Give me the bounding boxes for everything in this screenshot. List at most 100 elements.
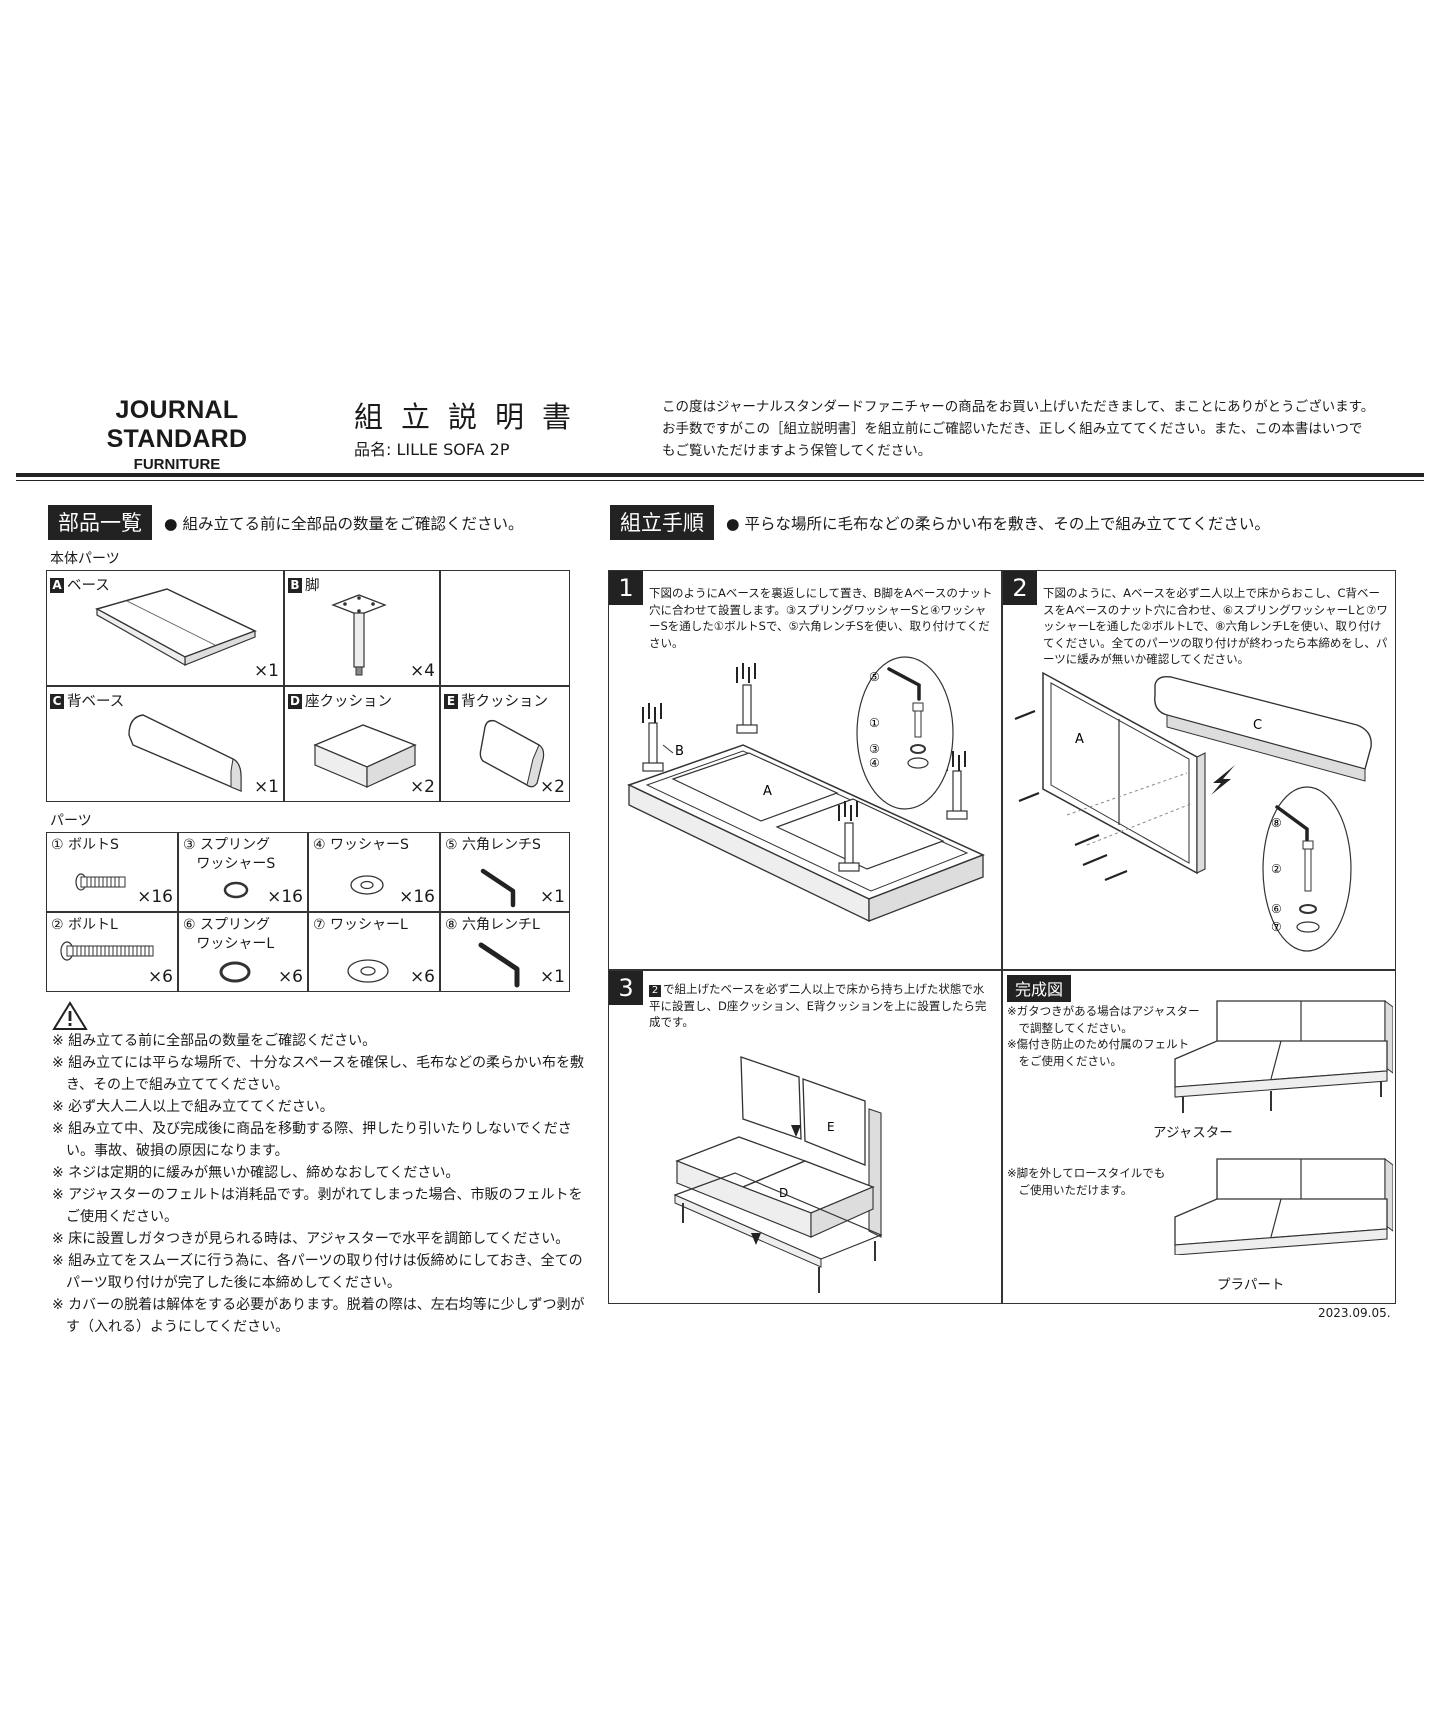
warning-item: ※ 組み立てには平らな場所で、十分なスペースを確保し、毛布などの柔らかい布を敷き… — [52, 1055, 584, 1093]
step-2-diagram: A C ⑧ ② ⑥ ⑦ — [1014, 671, 1372, 952]
seat-cushion-illustration — [313, 724, 417, 788]
part-name: ベース — [67, 578, 110, 594]
warning-item: ※ ネジは定期的に緩みが無いか確認し、締めなおしてください。 — [52, 1165, 460, 1181]
hardware-cell: ④ ワッシャーS ×16 — [308, 832, 440, 912]
product-name: 品名: LILLE SOFA 2P — [354, 440, 510, 459]
step-3-diagram: E D — [673, 1056, 883, 1293]
label-b: B — [675, 744, 684, 759]
hardware-cell: ⑦ ワッシャーL ×6 — [308, 912, 440, 992]
hardware-qty: ×6 — [409, 967, 435, 987]
hardware-cell: ③ スプリング ワッシャーS ×16 — [178, 832, 308, 912]
label-8: ⑧ — [1271, 816, 1282, 830]
step-text: 下図のようにAベースを裏返しにして置き、B脚をAベースのナット穴に合わせて設置し… — [649, 586, 993, 650]
hardware-label: ① ボルトS — [51, 837, 119, 853]
step-text: 下図のように、Aベースを必ず二人以上で床からおこし、C背ベースをAベースのナット… — [1043, 586, 1388, 666]
part-qty: ×2 — [409, 777, 435, 797]
hardware-cell: ② ボルトL ×6 — [46, 912, 178, 992]
bolt-l-icon — [60, 941, 154, 961]
brand-main: JOURNAL STANDARD — [106, 396, 248, 453]
hardware-label: ⑦ ワッシャーL — [313, 917, 408, 933]
hardware-label: ③ スプリング ワッシャーS — [183, 837, 276, 872]
label-3: ③ — [869, 742, 880, 756]
part-letter: D — [288, 694, 302, 709]
adjuster-label: アジャスター — [1153, 1125, 1233, 1141]
hardware-qty: ×16 — [399, 887, 435, 907]
hardware-cell: ⑤ 六角レンチS ×1 — [440, 832, 570, 912]
base-illustration — [95, 588, 257, 667]
hardware-qty: ×6 — [147, 967, 173, 987]
sofa-low-style-illustration — [1174, 1158, 1393, 1255]
label-a: A — [763, 784, 772, 799]
assembly-section-tag: 組立手順 — [610, 505, 714, 540]
brand-logo: JOURNAL STANDARD FURNITURE — [42, 396, 312, 473]
back-cushion-illustration — [479, 719, 545, 788]
parts-section-note: ● 組み立てる前に全部品の数量をご確認ください。 — [164, 514, 524, 533]
intro-text: この度はジャーナルスタンダードファニチャーの商品をお買い上げいただきまして、まこ… — [662, 396, 1392, 462]
hex-wrench-s-icon — [480, 868, 516, 908]
hardware-qty: ×1 — [539, 887, 565, 907]
label-a2: A — [1075, 732, 1084, 747]
parts-section-tag: 部品一覧 — [48, 505, 152, 540]
step-number: 1 — [609, 571, 643, 605]
part-letter: B — [288, 578, 302, 593]
leg-illustration — [331, 594, 387, 676]
intro-line: お手数ですがこの［組立説明書］を組立前にご確認いただき、正しく組み立ててください… — [662, 421, 1363, 437]
hardware-label: ⑤ 六角レンチS — [445, 837, 541, 853]
part-qty: ×1 — [253, 661, 279, 681]
part-qty: ×4 — [409, 661, 435, 681]
part-name: 背ベース — [67, 694, 125, 710]
hardware-qty: ×1 — [539, 967, 565, 987]
header-rule-thin — [16, 480, 1424, 481]
hardware-label: ④ ワッシャーS — [313, 837, 409, 853]
washer-s-icon — [350, 875, 384, 895]
parts-heading: 部品一覧 ● 組み立てる前に全部品の数量をご確認ください。 — [48, 505, 523, 540]
hardware-qty: ×16 — [137, 887, 173, 907]
warning-item: ※ 組み立てをスムーズに行う為に、各パーツの取り付けは仮締めにしておき、全てのパ… — [52, 1253, 583, 1291]
brand-sub: FURNITURE — [133, 456, 221, 473]
step-ref-tag: 2 — [649, 985, 661, 997]
hardware-cell: ⑧ 六角レンチL ×1 — [440, 912, 570, 992]
warning-item: ※ 床に設置しガタつきが見られる時は、アジャスターで水平を調節してください。 — [52, 1231, 570, 1247]
label-2: ② — [1271, 862, 1282, 876]
spring-washer-s-icon — [223, 881, 249, 899]
part-letter: A — [50, 578, 64, 593]
bolt-s-icon — [75, 873, 126, 891]
hardware-cell: ⑥ スプリング ワッシャーL ×6 — [178, 912, 308, 992]
label-7: ⑦ — [1271, 920, 1282, 934]
back-base-illustration — [128, 714, 242, 793]
parts-label: パーツ — [50, 813, 92, 829]
warning-item: ※ カバーの脱着は解体をする必要があります。脱着の際は、左右均等に少しずつ剥がす… — [52, 1297, 585, 1335]
warning-list: ※ 組み立てる前に全部品の数量をご確認ください。 ※ 組み立てには平らな場所で、… — [52, 1030, 592, 1338]
intro-line: この度はジャーナルスタンダードファニチャーの商品をお買い上げいただきまして、まこ… — [662, 399, 1375, 415]
warning-item: ※ 必ず大人二人以上で組み立ててください。 — [52, 1099, 334, 1115]
hardware-cell: ① ボルトS ×16 — [46, 832, 178, 912]
document-title: 組立説明書 — [354, 400, 590, 434]
hardware-label: ⑥ スプリング ワッシャーL — [183, 917, 275, 952]
adjuster-note: ※ガタつきがある場合はアジャスター で調整してください。 ※傷付き防止のため付属… — [1007, 1004, 1200, 1068]
assembly-section-note: ● 平らな場所に毛布などの柔らかい布を敷き、その上で組み立ててください。 — [726, 514, 1270, 533]
part-letter: E — [444, 694, 458, 709]
part-letter: C — [50, 694, 64, 709]
header-rule — [16, 473, 1424, 477]
part-name: 脚 — [305, 578, 320, 594]
washer-l-icon — [347, 959, 389, 983]
label-c: C — [1253, 718, 1262, 733]
part-cell-empty — [440, 570, 570, 686]
label-5: ⑤ — [869, 670, 880, 684]
warning-item: ※ 組み立て中、及び完成後に商品を移動する際、押したり引いたりしないでください。… — [52, 1121, 572, 1159]
intro-line: もご覧いただけますよう保管してください。 — [662, 443, 932, 459]
warning-item: ※ 組み立てる前に全部品の数量をご確認ください。 — [52, 1033, 377, 1049]
step-2-panel: 2 下図のように、Aベースを必ず二人以上で床からおこし、C背ベースをAベースのナ… — [1002, 570, 1396, 970]
label-4: ④ — [869, 756, 880, 770]
label-6: ⑥ — [1271, 902, 1282, 916]
step-number: 2 — [1003, 571, 1037, 605]
warning-icon — [52, 1001, 88, 1030]
hardware-qty: ×16 — [267, 887, 303, 907]
part-qty: ×2 — [539, 777, 565, 797]
